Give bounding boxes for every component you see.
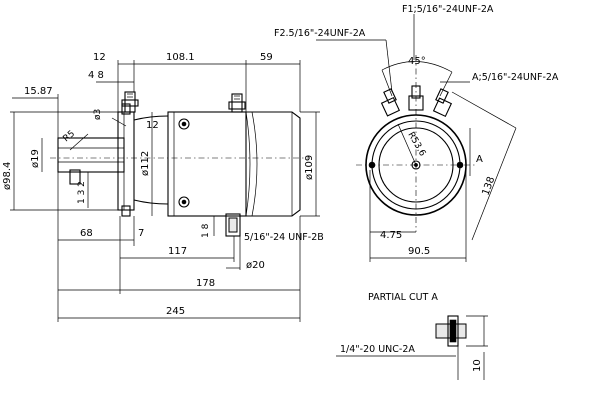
dim-phi112: ø112 (140, 151, 151, 176)
dim-12-right: 12 (146, 120, 159, 131)
terminal-stud-bottom (225, 213, 241, 237)
dim-r5: R5 (62, 129, 78, 144)
dim-phi109: ø109 (304, 155, 315, 180)
dim-r53-6: R53.6 (405, 131, 427, 159)
dim-phi19: ø19 (30, 149, 41, 168)
dim-178: 178 (196, 278, 215, 289)
rear-end-cap (246, 111, 301, 217)
dim-138: 138 (480, 175, 497, 197)
front-flange (117, 111, 135, 211)
shaft-key (69, 169, 81, 185)
thread-f2-label: F2.5/16"-24UNF-2A (274, 28, 366, 39)
dim-12-top: 12 (93, 52, 106, 63)
end-view (316, 14, 517, 262)
end-terminal-center (408, 85, 424, 111)
dim-phi98: ø98.4 (2, 162, 13, 190)
motor-body (167, 111, 247, 217)
partial-cut-title: PARTIAL CUT A (368, 292, 438, 303)
terminal-stud-front (121, 91, 139, 113)
dim-13-2: 1 3 2 (77, 181, 87, 204)
side-view (50, 91, 310, 237)
dim-90-5: 90.5 (408, 246, 430, 257)
dim-phi3: ø3 (93, 109, 103, 120)
dim-59: 59 (260, 52, 273, 63)
terminal-stud-top (228, 93, 246, 113)
dim-phi20: ø20 (246, 260, 265, 271)
thread-f1-label: F1;5/16"-24UNF-2A (402, 4, 494, 15)
angle-arc (381, 61, 453, 73)
thread-a-label: A;5/16"-24UNF-2A (472, 72, 559, 83)
body-bolt-top (178, 118, 190, 130)
side-dimensions (10, 60, 320, 322)
dim-4-75: 4.75 (380, 230, 402, 241)
dim-10: 10 (472, 359, 483, 372)
dim-1-8: 1 8 (201, 223, 211, 238)
thread-unc-label: 1/4"-20 UNC-2A (340, 344, 415, 355)
dim-68: 68 (80, 228, 93, 239)
dim-15-87: 15.87 (24, 86, 53, 97)
thread-bottom-label: 5/16"-24 UNF-2B (244, 232, 324, 243)
dim-7: 7 (138, 228, 144, 239)
angle-45: 45° (408, 56, 426, 67)
dim-117: 117 (168, 246, 187, 257)
dim-245: 245 (166, 306, 185, 317)
dim-4-8: 4 8 (88, 70, 104, 81)
end-terminal-left (380, 88, 401, 117)
partial-cut-view (336, 315, 488, 380)
dim-108: 108.1 (166, 52, 195, 63)
section-a-letter: A (476, 154, 483, 165)
end-terminal-right (432, 88, 453, 118)
body-bolt-bottom (178, 196, 190, 208)
labels: 12 108.1 59 4 8 15.87 ø3 12 R5 ø98.4 ø19… (2, 4, 559, 372)
